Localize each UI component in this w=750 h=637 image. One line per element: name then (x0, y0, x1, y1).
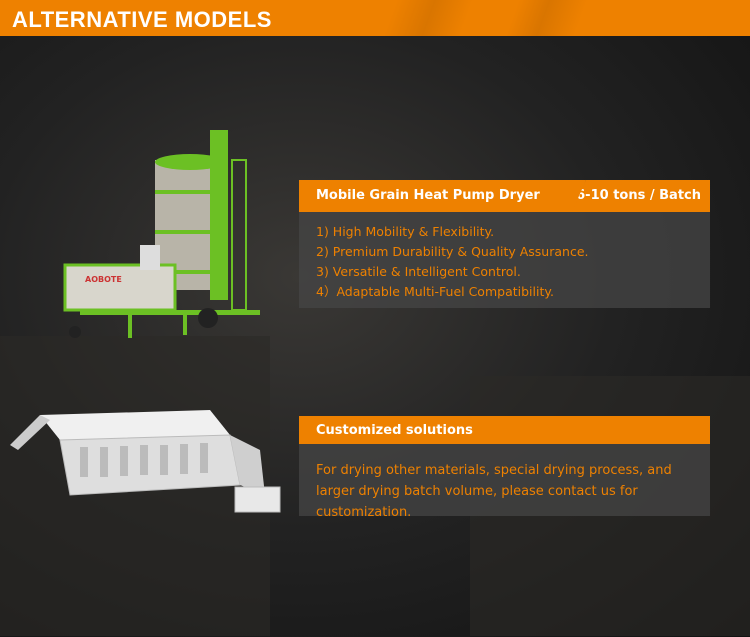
model-card-customized: Customized solutions For drying other ma… (299, 416, 710, 520)
feature-item: 3) Versatile & Intelligent Control. (316, 264, 521, 279)
feature-item: 2) Premium Durability & Quality Assuranc… (316, 244, 589, 259)
section-header-bar: ALTERNATIVE MODELS (0, 0, 750, 36)
model-capacity: 6-10 tons / Batch (576, 188, 701, 203)
mobile-grain-dryer-image: AOBOTE (63, 130, 260, 338)
tunnel-dryer-image (10, 410, 281, 513)
feature-item: 1) High Mobility & Flexibility. (316, 224, 495, 239)
model-name: Mobile Grain Heat Pump Dryer (316, 188, 540, 203)
customized-description: For drying other materials, special dryi… (316, 463, 672, 520)
feature-list: 1) High Mobility & Flexibility. 2) Premi… (316, 222, 589, 302)
feature-item: 4）Adaptable Multi-Fuel Compatibility. (316, 284, 554, 299)
model-card-mobile-dryer: Mobile Grain Heat Pump Dryer 6-10 tons /… (299, 180, 710, 308)
section-title: ALTERNATIVE MODELS (12, 7, 272, 32)
brand-label: AOBOTE (85, 275, 122, 284)
customized-title: Customized solutions (316, 423, 473, 438)
